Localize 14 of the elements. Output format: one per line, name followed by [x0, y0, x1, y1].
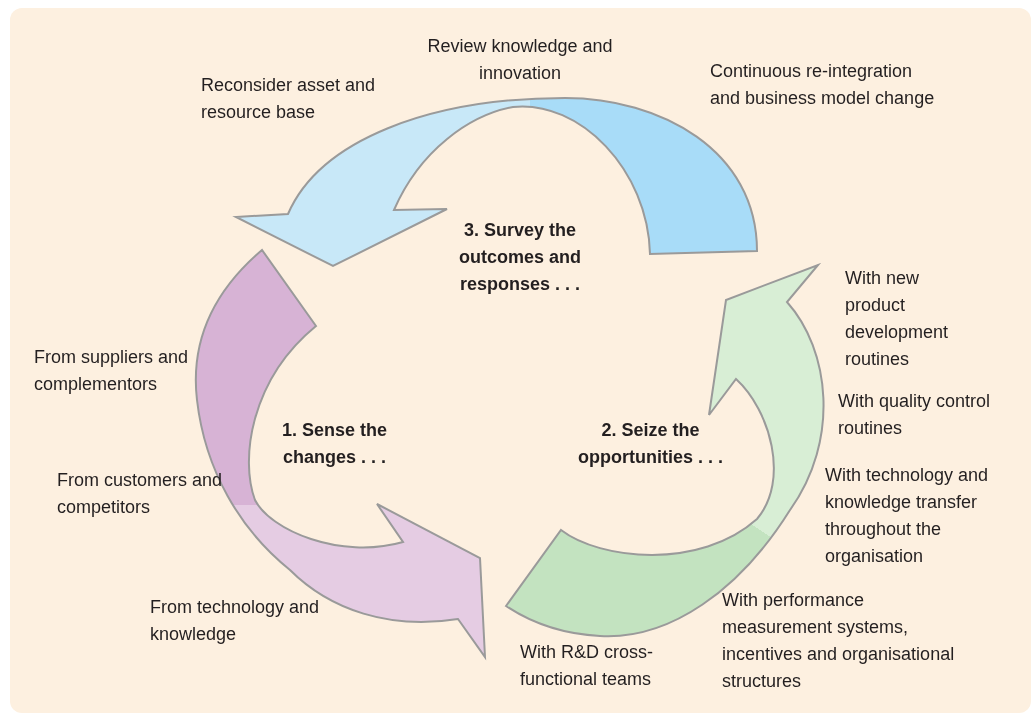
annotation-text: From technology and knowledge	[150, 596, 321, 646]
stage-heading: 3. Survey the outcomes and responses . . .	[458, 219, 582, 296]
annotation-text: With R&D cross-functional teams	[520, 641, 654, 691]
annotation-text: With technology and knowledge transfer throughout the organisation	[825, 464, 990, 568]
stage-heading: 2. Seize the opportunities . . .	[577, 419, 724, 469]
annotation-text: With performance measurement systems, incentives and organisational structures	[722, 589, 956, 693]
annotation-text: With new product development routines	[845, 267, 950, 371]
annotation-text: From customers and competitors	[57, 469, 223, 519]
stage-heading: 1. Sense the changes . . .	[280, 419, 388, 469]
annotation-text: Continuous re-integration and business model change	[710, 60, 936, 110]
annotation-text: From suppliers and complementors	[34, 346, 190, 396]
annotation-text: Review knowledge and innovation	[426, 35, 614, 85]
annotation-text: With quality control routines	[838, 390, 992, 440]
annotation-text: Reconsider asset and resource base	[201, 74, 377, 124]
